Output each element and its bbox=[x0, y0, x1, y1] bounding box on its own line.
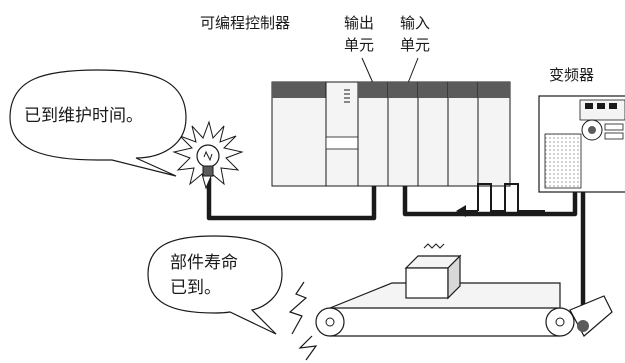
output-to-lamp-cable bbox=[206, 178, 377, 221]
inverter-vent bbox=[544, 133, 582, 189]
maintenance-bubble-shape bbox=[9, 69, 187, 177]
power-supply-header bbox=[272, 82, 326, 98]
pulse-signal bbox=[477, 183, 545, 212]
inverter bbox=[538, 95, 625, 193]
io-module-5-header bbox=[478, 82, 510, 98]
lifespan-message-line-2: 已到。 bbox=[170, 278, 221, 298]
inverter-dial-center bbox=[588, 126, 596, 134]
inverter-button-1 bbox=[604, 123, 624, 131]
io-module-3-header bbox=[418, 82, 448, 98]
input-unit-leader bbox=[407, 57, 419, 84]
input-module-header bbox=[388, 82, 418, 98]
pulse-arrow-head bbox=[456, 205, 466, 217]
lifespan-bubble: 部件寿命 已到。 bbox=[147, 235, 283, 335]
output-unit-label-1: 输出 bbox=[344, 14, 374, 32]
inverter-key-3 bbox=[609, 103, 617, 109]
conveyor-roller-right-hub bbox=[555, 317, 565, 327]
alarm-burst-bottom bbox=[298, 335, 318, 361]
input-to-inverter-cable bbox=[402, 186, 578, 217]
inverter-label: 变频器 bbox=[549, 66, 594, 84]
conveyor-roller-left-hub bbox=[325, 317, 335, 327]
output-unit-leader bbox=[361, 57, 374, 84]
plc-rack bbox=[271, 81, 511, 187]
conveyor-motor bbox=[569, 295, 613, 337]
cpu-module bbox=[325, 81, 359, 187]
io-module-4-header bbox=[448, 82, 478, 98]
lamp-base bbox=[202, 165, 214, 177]
input-unit-label-2: 单元 bbox=[400, 36, 430, 54]
output-module-header bbox=[358, 82, 388, 98]
cpu-slot bbox=[325, 136, 359, 150]
inverter-key-2 bbox=[597, 103, 605, 109]
maintenance-message: 已到维护时间。 bbox=[24, 106, 143, 126]
plc-label: 可编程控制器 bbox=[200, 14, 290, 32]
inverter-button-2 bbox=[604, 132, 624, 140]
box-front bbox=[405, 267, 449, 299]
io-module-5 bbox=[477, 81, 511, 187]
lifespan-message-line-1: 部件寿命 bbox=[170, 253, 238, 273]
lifespan-bubble-shape bbox=[147, 235, 283, 335]
alarm-burst-left bbox=[288, 281, 308, 335]
inverter-key-1 bbox=[585, 103, 593, 109]
io-module-3 bbox=[417, 81, 449, 187]
maintenance-bubble: 已到维护时间。 bbox=[9, 69, 187, 177]
box-motion-lines bbox=[423, 243, 445, 249]
package-box bbox=[404, 243, 462, 300]
power-supply-module bbox=[271, 81, 327, 187]
conveyor bbox=[315, 282, 613, 337]
input-unit-label-1: 输入 bbox=[400, 14, 430, 32]
motor-shaft bbox=[577, 320, 589, 332]
output-unit-label-2: 单元 bbox=[344, 36, 374, 54]
box-side bbox=[447, 254, 461, 300]
lamp-filament bbox=[203, 150, 213, 162]
